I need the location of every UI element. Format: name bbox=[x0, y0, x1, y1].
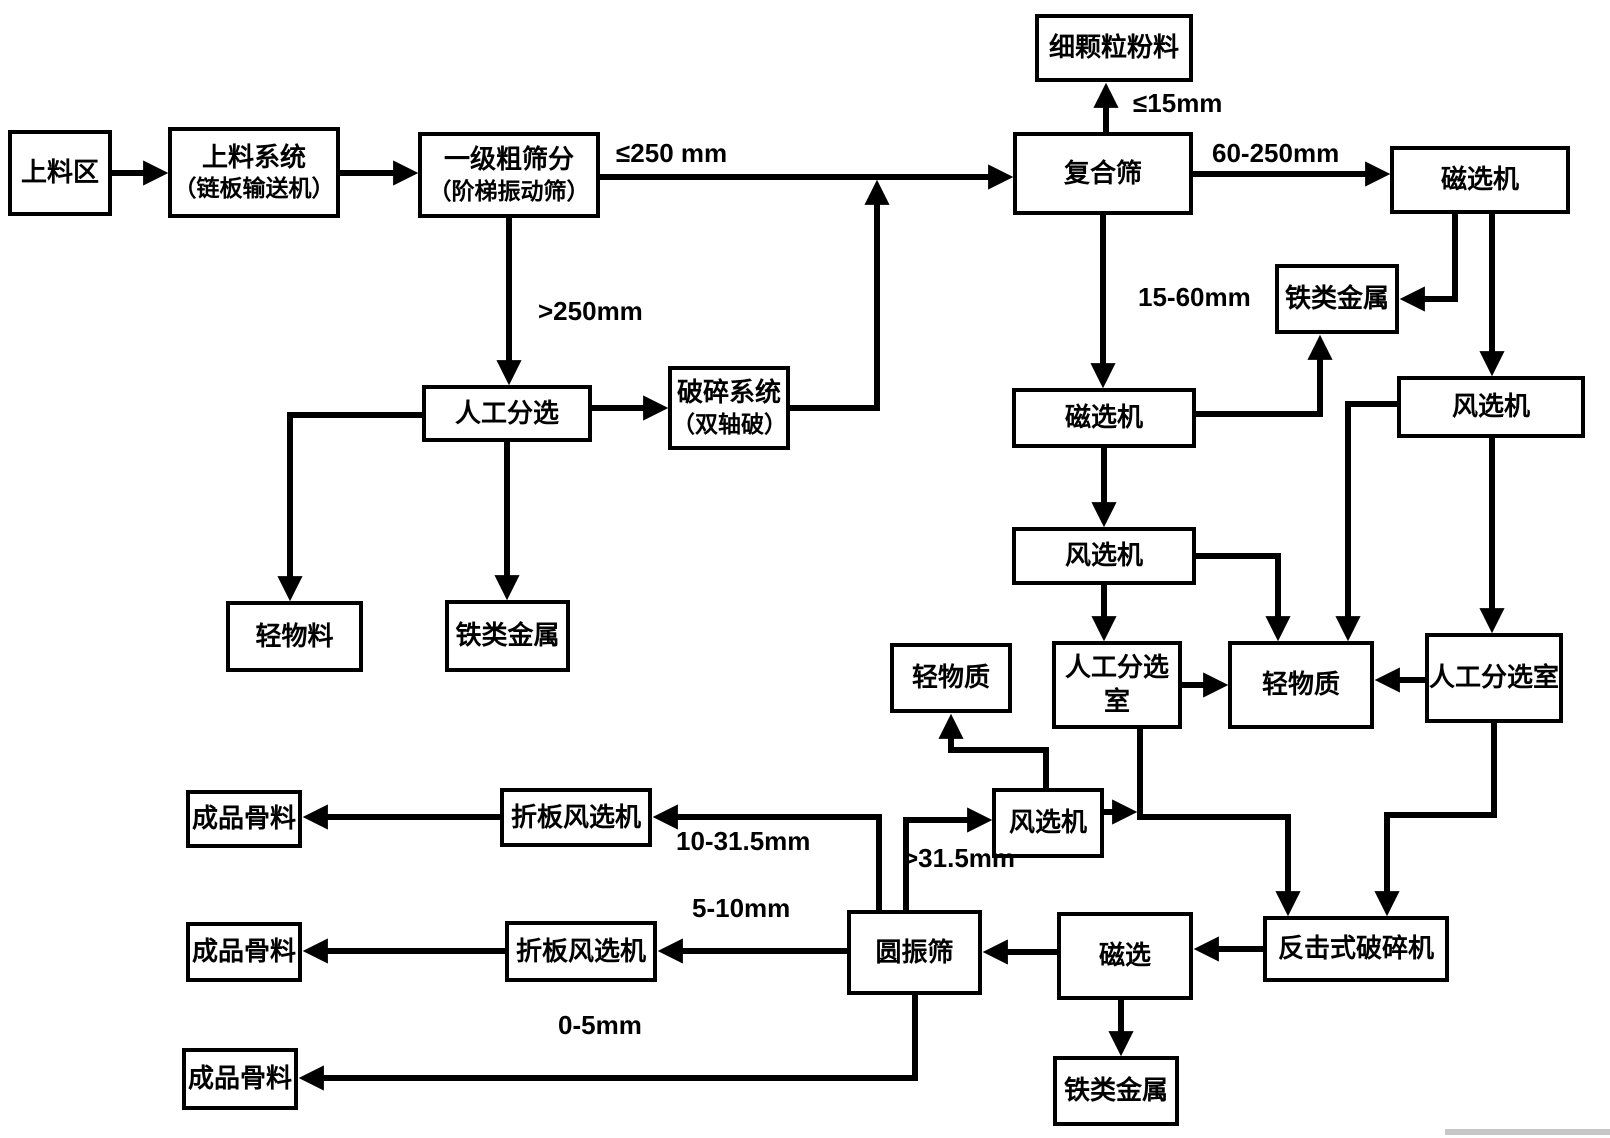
connector bbox=[1196, 553, 1291, 642]
connector bbox=[903, 807, 993, 910]
node-label: 风选机 bbox=[1451, 391, 1530, 422]
node-label: 上料系统 bbox=[201, 141, 306, 172]
node-label: 铁类金属 bbox=[455, 620, 560, 651]
connector bbox=[790, 179, 890, 411]
edge-label-gt31.5mm: >31.5mm bbox=[903, 843, 1016, 873]
node-label: 磁选机 bbox=[1064, 402, 1143, 433]
connector bbox=[1399, 214, 1458, 312]
node-impact-crusher: 反击式破碎机 bbox=[1263, 916, 1449, 982]
node-sublabel: （双轴破） bbox=[672, 410, 787, 437]
node-finished-aggregate-1: 成品骨料 bbox=[186, 790, 302, 848]
node-label: 折板风选机 bbox=[515, 935, 646, 966]
connector bbox=[1196, 334, 1333, 417]
node-label: 磁选 bbox=[1098, 940, 1151, 971]
connector bbox=[277, 412, 422, 602]
node-manual-sorting: 人工分选 bbox=[422, 385, 592, 442]
node-label: 一级粗筛分 bbox=[443, 144, 574, 175]
node-ferrous-metal-upper: 铁类金属 bbox=[1275, 264, 1399, 334]
node-label: 破碎系统 bbox=[676, 377, 781, 408]
node-feed-area: 上料区 bbox=[8, 130, 112, 216]
node-label: 风选机 bbox=[1008, 807, 1087, 838]
node-plate-air-separator-1: 折板风选机 bbox=[500, 788, 652, 847]
node-feed-system: 上料系统 （链板输送机） bbox=[168, 127, 340, 218]
edge-label-gt250mm: >250mm bbox=[538, 296, 643, 326]
node-light-matter-lower: 轻物质 bbox=[890, 643, 1012, 713]
node-sublabel: （链板输送机） bbox=[173, 175, 335, 202]
node-finished-aggregate-3: 成品骨料 bbox=[182, 1048, 298, 1110]
node-light-matter-center: 轻物质 bbox=[1228, 641, 1374, 729]
node-label: 轻物质 bbox=[1261, 669, 1340, 700]
node-label: 复合筛 bbox=[1063, 157, 1142, 188]
node-primary-screening: 一级粗筛分 （阶梯振动筛） bbox=[418, 132, 600, 218]
edge-label-5-10mm: 5-10mm bbox=[692, 893, 791, 923]
node-label: 轻物料 bbox=[255, 620, 334, 651]
node-plate-air-separator-2: 折板风选机 bbox=[505, 921, 657, 982]
connector bbox=[1374, 723, 1497, 917]
node-label: 成品骨料 bbox=[191, 803, 296, 834]
node-label: 磁选机 bbox=[1440, 164, 1519, 195]
node-label: 反击式破碎机 bbox=[1277, 933, 1434, 964]
node-crushing-system: 破碎系统 （双轴破） bbox=[668, 366, 790, 450]
node-air-separator-lower: 风选机 bbox=[992, 788, 1104, 858]
node-label: 风选机 bbox=[1064, 540, 1143, 571]
connector bbox=[652, 804, 882, 910]
edge-label-0-5mm: 0-5mm bbox=[558, 1010, 642, 1040]
node-magnetic-separator-mid: 磁选机 bbox=[1012, 388, 1196, 448]
node-circular-vibrating-screen: 圆振筛 bbox=[847, 910, 982, 995]
node-magnetic-separation: 磁选 bbox=[1057, 912, 1193, 1000]
node-label: 折板风选机 bbox=[510, 801, 641, 832]
edge-label-60-250mm: 60-250mm bbox=[1212, 138, 1340, 168]
connector bbox=[1137, 729, 1301, 917]
node-label: 人工分选 bbox=[454, 397, 559, 428]
node-label: 轻物质 bbox=[911, 662, 990, 693]
node-finished-aggregate-2: 成品骨料 bbox=[186, 922, 302, 982]
node-label: 铁类金属 bbox=[1063, 1075, 1168, 1106]
connector bbox=[298, 995, 918, 1091]
node-label: 圆振筛 bbox=[875, 936, 954, 967]
node-label: 成品骨料 bbox=[187, 1063, 292, 1094]
edge-label-15-60mm: 15-60mm bbox=[1138, 282, 1251, 312]
node-ferrous-metal-bottom: 铁类金属 bbox=[1053, 1056, 1179, 1126]
node-label: 铁类金属 bbox=[1284, 283, 1389, 314]
node-air-separator-right: 风选机 bbox=[1397, 376, 1585, 438]
node-manual-sorting-room-left: 人工分选室 bbox=[1052, 641, 1182, 729]
node-ferrous-metal-left: 铁类金属 bbox=[445, 600, 570, 672]
edge-label-le15mm: ≤15mm bbox=[1133, 88, 1223, 118]
screen-edge-artifact bbox=[1445, 1129, 1610, 1135]
node-label: 成品骨料 bbox=[191, 936, 296, 967]
node-manual-sorting-room-right: 人工分选室 bbox=[1425, 633, 1563, 723]
node-magnetic-separator-top: 磁选机 bbox=[1390, 146, 1570, 214]
connector bbox=[1335, 401, 1397, 642]
node-label: 人工分选室 bbox=[1064, 652, 1169, 716]
node-label: 人工分选室 bbox=[1429, 662, 1560, 693]
node-label: 细颗粒粉料 bbox=[1048, 32, 1179, 63]
node-light-material: 轻物料 bbox=[226, 601, 363, 672]
node-composite-screen: 复合筛 bbox=[1013, 132, 1193, 215]
node-label: 上料区 bbox=[20, 157, 99, 188]
node-air-separator-mid: 风选机 bbox=[1012, 527, 1196, 585]
node-fine-powder: 细颗粒粉料 bbox=[1035, 14, 1193, 82]
connector bbox=[938, 713, 1049, 788]
edge-label-10-31.5mm: 10-31.5mm bbox=[676, 826, 811, 856]
node-sublabel: （阶梯振动筛） bbox=[428, 177, 590, 204]
edge-label-le250mm: ≤250 mm bbox=[616, 138, 728, 168]
